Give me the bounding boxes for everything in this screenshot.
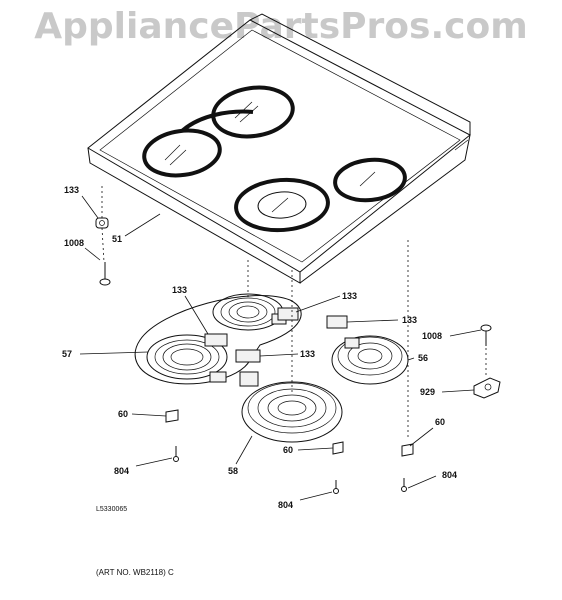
screw-804-left bbox=[173, 446, 179, 462]
callout-58: 58 bbox=[228, 466, 238, 476]
callout-929: 929 bbox=[420, 387, 435, 397]
pad-133-right bbox=[326, 315, 348, 329]
screw-1008-right bbox=[480, 324, 492, 346]
screw-804-right bbox=[401, 478, 407, 492]
callout-804-center: 804 bbox=[278, 500, 293, 510]
callout-51: 51 bbox=[112, 234, 122, 244]
callout-60-center: 60 bbox=[283, 445, 293, 455]
callout-56: 56 bbox=[418, 353, 428, 363]
clip-60-center bbox=[332, 441, 344, 455]
screw-1008-left bbox=[99, 262, 111, 286]
callout-57: 57 bbox=[62, 349, 72, 359]
pad-133-mid bbox=[277, 307, 299, 321]
screw-804-center bbox=[333, 480, 339, 494]
callout-60-right: 60 bbox=[435, 417, 445, 427]
callout-133-mid-left: 133 bbox=[172, 285, 187, 295]
callout-1008-right: 1008 bbox=[422, 331, 442, 341]
bracket-929 bbox=[473, 377, 501, 399]
callout-804-right: 804 bbox=[442, 470, 457, 480]
callout-1008-left: 1008 bbox=[64, 238, 84, 248]
element-58 bbox=[239, 371, 343, 443]
callout-60-left: 60 bbox=[118, 409, 128, 419]
drawing-code: L5330065 bbox=[96, 506, 127, 513]
pad-133-center bbox=[235, 349, 261, 363]
guide-dash-center bbox=[247, 240, 409, 440]
clip-60-left bbox=[165, 409, 179, 423]
callout-804-left: 804 bbox=[114, 466, 129, 476]
callout-133-mid-top: 133 bbox=[342, 291, 357, 301]
leader-lines bbox=[79, 195, 482, 501]
clip-133-left bbox=[95, 217, 109, 229]
guide-dash-left bbox=[101, 186, 105, 263]
element-56 bbox=[331, 335, 409, 385]
element-57 bbox=[134, 293, 302, 385]
watermark-text: AppliancePartsPros.com bbox=[34, 6, 528, 47]
cooktop-glass-51 bbox=[87, 13, 471, 284]
clip-60-right bbox=[401, 443, 414, 457]
callout-133-left: 133 bbox=[64, 185, 79, 195]
callout-133-right: 133 bbox=[402, 315, 417, 325]
art-number: (ART NO. WB2118) C bbox=[96, 568, 174, 577]
callout-133-center: 133 bbox=[300, 349, 315, 359]
